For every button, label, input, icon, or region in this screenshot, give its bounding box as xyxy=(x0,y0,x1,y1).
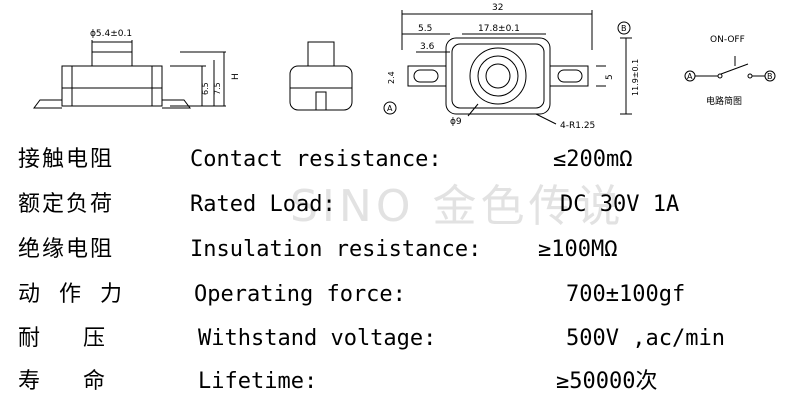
spec-label-cn: 额定负荷 xyxy=(18,192,115,217)
spec-row-rated-load: 额定负荷 Rated Load: DC 30V 1A xyxy=(0,183,800,227)
circuit-caption: 电路简图 xyxy=(706,95,742,107)
label-B-marker: B xyxy=(621,24,627,33)
dim-H: H xyxy=(231,73,241,80)
spec-label-en: Withstand voltage: xyxy=(198,326,437,351)
spec-label-cn: 耐 压 xyxy=(18,326,108,351)
dim-11-9: 11.9±0.1 xyxy=(631,59,640,96)
spec-row-withstand-voltage: 耐 压 Withstand voltage: 500V ,ac/min xyxy=(0,317,800,361)
spec-row-lifetime: 寿 命 Lifetime: ≥50000次 xyxy=(0,360,800,404)
front-view-drawing xyxy=(289,41,353,111)
spec-label-cn: 寿 命 xyxy=(18,369,108,394)
spec-value: ≥50000次 xyxy=(556,369,658,394)
circuit-label-A: A xyxy=(687,72,693,81)
spec-label-en: Operating force: xyxy=(194,282,406,307)
spec-row-contact-resistance: 接触电阻 Contact resistance: ≤200mΩ xyxy=(0,138,800,182)
spec-label-en: Rated Load: xyxy=(190,192,336,217)
spec-label-cn: 动 作 力 xyxy=(18,282,128,307)
label-A-marker: A xyxy=(387,104,393,113)
dim-32: 32 xyxy=(492,3,503,13)
spec-label-en: Lifetime: xyxy=(198,369,318,394)
spec-value: ≤200mΩ xyxy=(553,147,633,172)
dim-5-5: 5.5 xyxy=(418,24,432,34)
circuit-label-B: B xyxy=(767,72,773,81)
dim-17-8: 17.8±0.1 xyxy=(478,24,520,34)
side-view-drawing xyxy=(33,40,226,109)
spec-label-cn: 绝缘电阻 xyxy=(18,237,115,262)
spec-value: DC 30V 1A xyxy=(560,192,680,217)
dim-4-r1-25: 4-R1.25 xyxy=(560,121,595,131)
circuit-title: ON-OFF xyxy=(710,35,745,45)
circuit-diagram xyxy=(684,56,776,82)
spec-label-cn: 接触电阻 xyxy=(18,147,115,172)
spec-label-en: Insulation resistance: xyxy=(190,237,482,262)
dim-2-4: 2.4 xyxy=(387,71,396,84)
spec-row-operating-force: 动 作 力 Operating force: 700±100gf xyxy=(0,273,800,317)
dim-button-diameter: ϕ5.4±0.1 xyxy=(90,29,132,39)
technical-drawings: ϕ5.4±0.1 6.5 7.5 H 32 5.5 3. xyxy=(33,3,776,131)
top-view-drawing xyxy=(383,10,632,125)
spec-value: ≥100MΩ xyxy=(538,237,618,262)
dim-6-5: 6.5 xyxy=(201,82,210,95)
spec-value: 500V ,ac/min xyxy=(566,326,725,351)
dim-3-6: 3.6 xyxy=(420,42,435,52)
dim-7-5: 7.5 xyxy=(213,82,222,95)
dim-5: 5 xyxy=(605,74,615,80)
spec-row-insulation-resistance: 绝缘电阻 Insulation resistance: ≥100MΩ xyxy=(0,228,800,272)
spec-value: 700±100gf xyxy=(566,282,686,307)
spec-label-en: Contact resistance: xyxy=(190,147,442,172)
dim-phi9: ϕ9 xyxy=(450,117,462,127)
